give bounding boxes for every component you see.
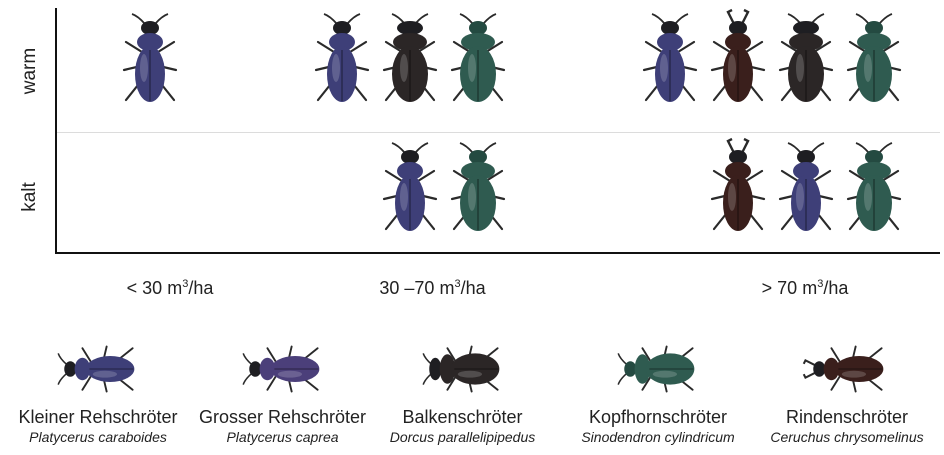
grid-beetle-balken-icon bbox=[378, 8, 442, 112]
legend-item-balken: Balkenschröter Dorcus parallelipipedus bbox=[375, 338, 550, 446]
x-label-high-deadwood: > 70 m3/ha bbox=[735, 278, 875, 299]
grid-beetle-kleiner-icon bbox=[118, 8, 182, 112]
grid-beetle-kleiner-icon bbox=[378, 137, 442, 241]
legend-common-name: Grosser Rehschröter bbox=[195, 406, 370, 428]
grid-beetle-kleiner-icon bbox=[638, 8, 702, 112]
grid-beetle-rinden-icon bbox=[706, 137, 770, 241]
grid-beetle-kopfhorn-icon bbox=[446, 137, 510, 241]
legend-item-grosser: Grosser Rehschröter Platycerus caprea bbox=[195, 338, 370, 446]
row-divider bbox=[57, 132, 940, 133]
legend-latin-name: Sinodendron cylindricum bbox=[563, 428, 753, 446]
legend-item-rinden: Rindenschröter Ceruchus chrysomelinus bbox=[756, 338, 938, 446]
x-label-tail: /ha bbox=[461, 278, 486, 298]
grid-beetle-kopfhorn-icon bbox=[842, 137, 906, 241]
x-label-tail: /ha bbox=[823, 278, 848, 298]
x-label-tail: /ha bbox=[188, 278, 213, 298]
x-label-text: < 30 m bbox=[127, 278, 183, 298]
legend-common-name: Balkenschröter bbox=[375, 406, 550, 428]
legend-item-kopfhorn: Kopfhornschröter Sinodendron cylindricum bbox=[563, 338, 753, 446]
legend-common-name: Kleiner Rehschröter bbox=[8, 406, 188, 428]
legend-latin-name: Ceruchus chrysomelinus bbox=[756, 428, 938, 446]
legend-common-name: Kopfhornschröter bbox=[563, 406, 753, 428]
y-axis-line bbox=[55, 8, 57, 253]
y-label-kalt: kalt bbox=[19, 157, 41, 237]
rindenschroeter-icon bbox=[802, 338, 892, 400]
legend-common-name: Rindenschröter bbox=[756, 406, 938, 428]
legend-item-kleiner: Kleiner Rehschröter Platycerus caraboide… bbox=[8, 338, 188, 446]
grid-beetle-kopfhorn-icon bbox=[842, 8, 906, 112]
grid-beetle-rinden-icon bbox=[706, 8, 770, 112]
grid-beetle-kleiner-icon bbox=[774, 137, 838, 241]
kleiner-rehschroeter-icon bbox=[53, 338, 143, 400]
legend-latin-name: Platycerus caprea bbox=[195, 428, 370, 446]
x-label-text: > 70 m bbox=[762, 278, 818, 298]
grid-beetle-kopfhorn-icon bbox=[446, 8, 510, 112]
x-label-text: 30 –70 m bbox=[379, 278, 454, 298]
x-axis-line bbox=[55, 252, 940, 254]
grosser-rehschroeter-icon bbox=[238, 338, 328, 400]
kopfhornschroeter-icon bbox=[613, 338, 703, 400]
y-label-warm: warm bbox=[19, 31, 41, 111]
grid-beetle-balken-icon bbox=[774, 8, 838, 112]
grid-beetle-kleiner-icon bbox=[310, 8, 374, 112]
x-label-mid-deadwood: 30 –70 m3/ha bbox=[355, 278, 510, 299]
legend-latin-name: Platycerus caraboides bbox=[8, 428, 188, 446]
balkenschroeter-icon bbox=[418, 338, 508, 400]
legend-latin-name: Dorcus parallelipipedus bbox=[375, 428, 550, 446]
x-label-low-deadwood: < 30 m3/ha bbox=[100, 278, 240, 299]
